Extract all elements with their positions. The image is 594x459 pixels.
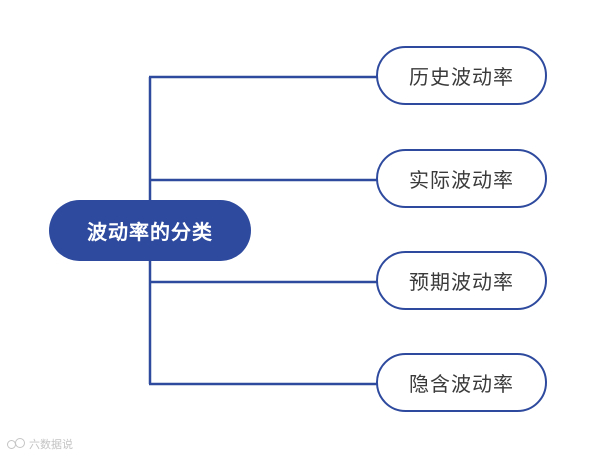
child-node-expected: 预期波动率 [376, 251, 547, 310]
watermark-logo-icon [6, 437, 26, 451]
root-node: 波动率的分类 [49, 200, 251, 261]
watermark-text: 六数据说 [29, 438, 73, 451]
child-node-implied: 隐含波动率 [376, 353, 547, 412]
watermark: 六数据说 [6, 436, 73, 452]
child-node-realized: 实际波动率 [376, 149, 547, 208]
child-node-historical: 历史波动率 [376, 46, 547, 105]
